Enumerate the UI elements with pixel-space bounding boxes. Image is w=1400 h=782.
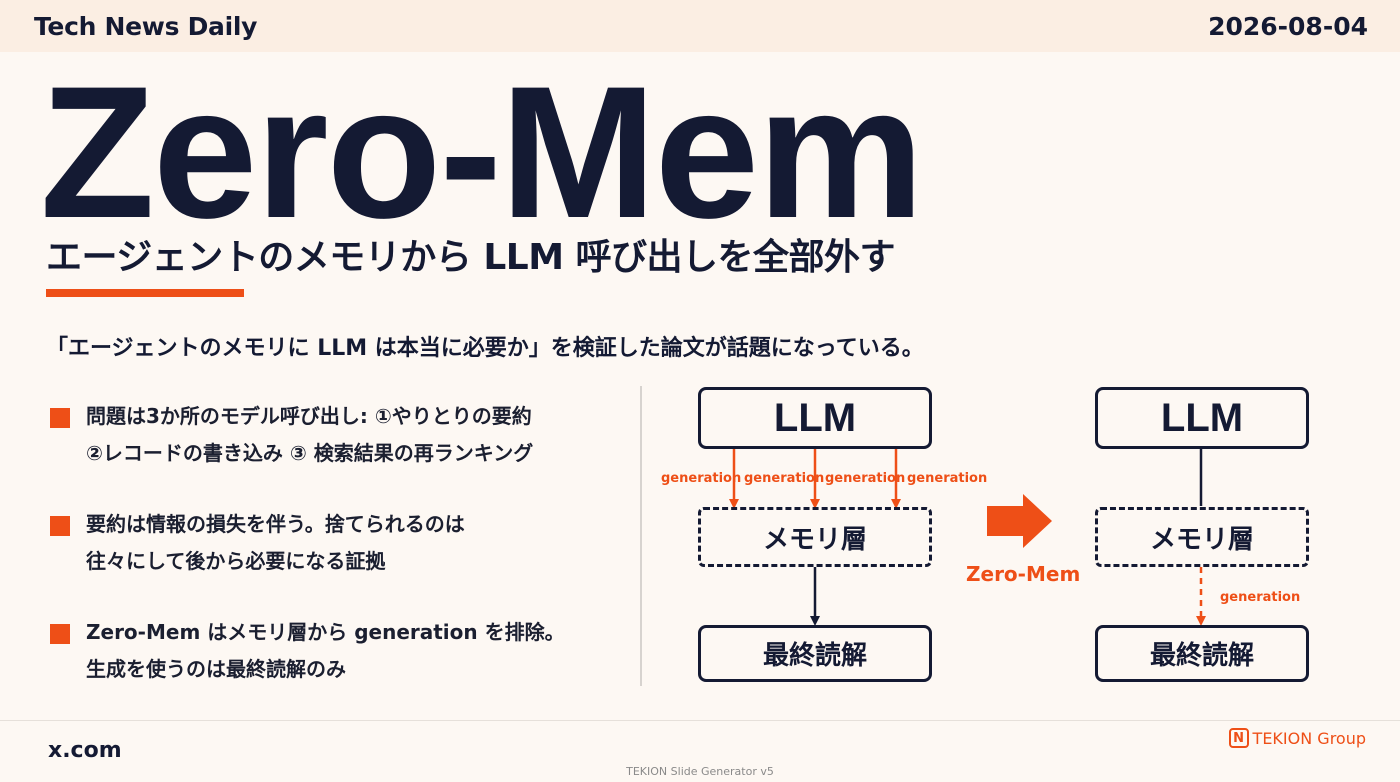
generation-label: generation [744, 471, 825, 486]
generation-label: generation [1220, 590, 1301, 605]
left-final-reading-box: 最終読解 [698, 625, 932, 682]
bullet-item: Zero-Mem はメモリ層から generation を排除。 生成を使うのは… [50, 614, 630, 688]
generation-label: generation [825, 471, 906, 486]
publish-date: 2026-08-04 [1208, 12, 1368, 41]
bullet-square-icon [50, 624, 70, 644]
bullet-square-icon [50, 408, 70, 428]
tekion-logo-text: TEKION Group [1252, 728, 1366, 748]
column-divider [640, 386, 642, 686]
right-final-reading-box: 最終読解 [1095, 625, 1309, 682]
right-memory-layer-box: メモリ層 [1095, 507, 1309, 567]
transition-label: Zero-Mem [966, 562, 1081, 586]
bullet-square-icon [50, 516, 70, 536]
footer-divider [0, 720, 1400, 721]
source-label: x.com [48, 738, 122, 763]
bullet-item: 要約は情報の損失を伴う。捨てられるのは 往々にして後から必要になる証拠 [50, 506, 630, 580]
generation-label: generation [661, 471, 742, 486]
bullet-line: ②レコードの書き込み ③ 検索結果の再ランキング [86, 441, 534, 465]
bullet-line: 往々にして後から必要になる証拠 [86, 549, 386, 573]
left-memory-layer-box: メモリ層 [698, 507, 932, 567]
bullet-line: 生成を使うのは最終読解のみ [86, 657, 346, 681]
brand-name: Tech News Daily [34, 12, 258, 41]
generation-label: generation [907, 471, 988, 486]
tekion-logo: N TEKION Group [1228, 728, 1366, 748]
tekion-logo-icon: N [1228, 728, 1249, 748]
subtitle: エージェントのメモリから LLM 呼び出しを全部外す [46, 237, 896, 278]
left-llm-box: LLM [698, 387, 932, 449]
bullet-list: 問題は3か所のモデル呼び出し: ①やりとりの要約 ②レコードの書き込み ③ 検索… [50, 398, 630, 722]
bullet-line: 問題は3か所のモデル呼び出し: ①やりとりの要約 [86, 404, 532, 428]
top-bar [0, 0, 1400, 52]
headline: Zero-Mem [40, 47, 924, 257]
right-llm-box: LLM [1095, 387, 1309, 449]
accent-underline [46, 289, 244, 297]
bullet-item: 問題は3か所のモデル呼び出し: ①やりとりの要約 ②レコードの書き込み ③ 検索… [50, 398, 630, 472]
lead-text: 「エージェントのメモリに LLM は本当に必要か」を検証した論文が話題になってい… [46, 336, 924, 361]
bullet-line: Zero-Mem はメモリ層から generation を排除。 [86, 620, 565, 644]
bullet-line: 要約は情報の損失を伴う。捨てられるのは [86, 512, 465, 536]
transition-arrow-icon [987, 494, 1052, 548]
generator-credit: TEKION Slide Generator v5 [626, 765, 774, 778]
